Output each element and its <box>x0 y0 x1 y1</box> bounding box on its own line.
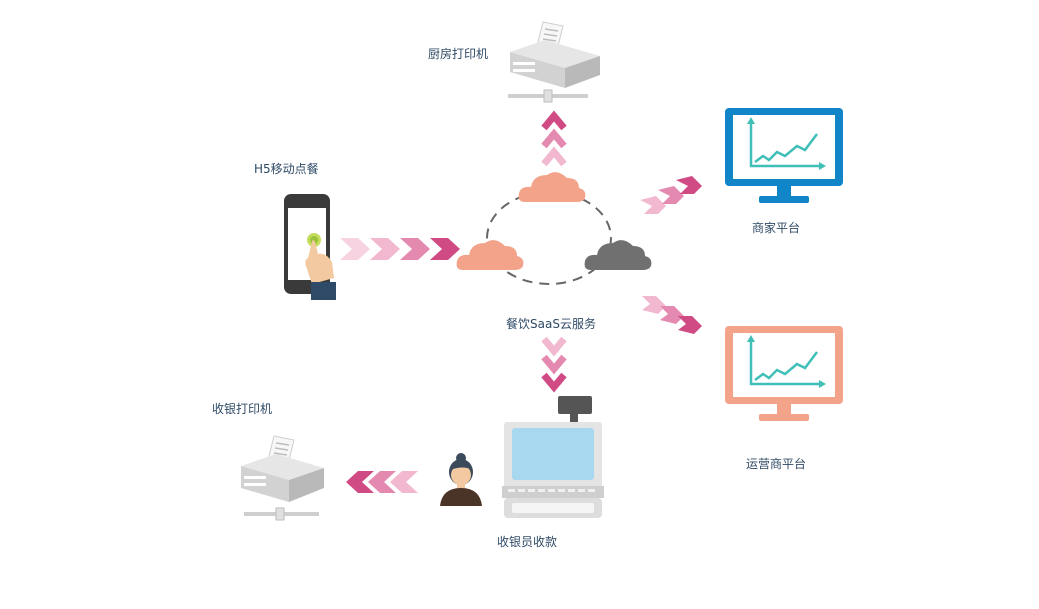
cashier-printer-icon <box>241 435 324 521</box>
arrow-to-operator-platform <box>642 296 702 334</box>
cashier-payment-label: 收银员收款 <box>497 535 558 549</box>
arrow-down-to-pos <box>541 336 567 393</box>
saas-service-label: 餐饮SaaS云服务 <box>506 317 596 331</box>
merchant-platform-label: 商家平台 <box>752 221 801 235</box>
operator-platform-monitor-icon <box>725 326 843 421</box>
cloud-icon-right <box>584 240 652 270</box>
operator-platform-label: 运营商平台 <box>746 457 807 471</box>
merchant-platform-monitor-icon <box>725 108 843 203</box>
h5-mobile-label: H5移动点餐 <box>254 162 319 176</box>
cloud-icon-top <box>518 172 586 202</box>
mobile-phone-icon <box>284 194 336 300</box>
arrow-to-merchant-platform <box>640 176 702 214</box>
cashier-person-icon <box>440 453 482 506</box>
pos-terminal-icon <box>502 396 604 518</box>
arrow-right-from-phone <box>340 238 460 260</box>
cloud-icon-left <box>456 240 524 270</box>
arrow-left-to-cashier-printer <box>346 471 418 493</box>
kitchen-printer-icon <box>508 21 600 103</box>
cashier-printer-label: 收银打印机 <box>212 402 273 416</box>
arrow-up-to-kitchen-printer <box>541 110 567 167</box>
kitchen-printer-label: 厨房打印机 <box>428 47 489 61</box>
